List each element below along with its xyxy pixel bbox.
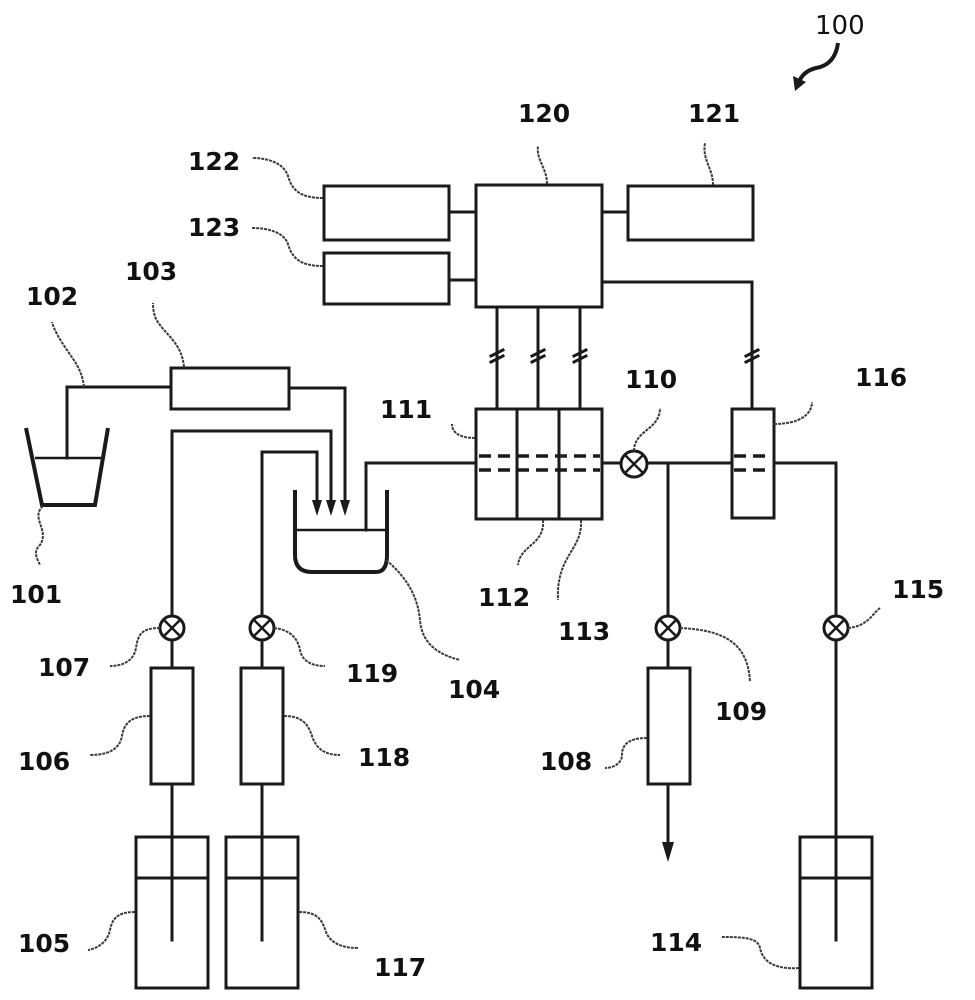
inlet-arrow-107-icon bbox=[326, 500, 336, 516]
reference-arrowhead-icon bbox=[793, 76, 806, 91]
unit-108 bbox=[646, 666, 692, 786]
unit-121 bbox=[626, 184, 755, 242]
leader-105 bbox=[87, 911, 136, 951]
label-100: 100 bbox=[815, 11, 865, 41]
leader-107 bbox=[109, 627, 161, 667]
leader-106 bbox=[89, 715, 151, 756]
pipe-103-104 bbox=[287, 386, 347, 508]
break-mark-111 bbox=[488, 347, 506, 365]
label-114: 114 bbox=[650, 928, 702, 957]
unit-123 bbox=[322, 251, 451, 306]
label-104: 104 bbox=[448, 675, 500, 704]
inlet-arrow-103-icon bbox=[340, 500, 350, 516]
pipe-101-103 bbox=[65, 385, 172, 460]
container-101 bbox=[24, 427, 110, 507]
label-123: 123 bbox=[188, 213, 240, 242]
label-115: 115 bbox=[892, 575, 944, 604]
leader-121 bbox=[703, 142, 714, 186]
pipe-107-104 bbox=[170, 429, 333, 618]
reference-arrow bbox=[797, 42, 840, 83]
label-122: 122 bbox=[188, 147, 240, 176]
label-111: 111 bbox=[380, 395, 432, 424]
module-116 bbox=[730, 407, 776, 520]
valve-119-cross-icon bbox=[252, 618, 272, 638]
label-113: 113 bbox=[558, 617, 610, 646]
unit-118 bbox=[239, 666, 285, 786]
leader-116 bbox=[773, 401, 813, 425]
label-106: 106 bbox=[18, 747, 70, 776]
label-120: 120 bbox=[518, 99, 570, 128]
pipe-116-115 bbox=[772, 461, 838, 618]
label-118: 118 bbox=[358, 743, 410, 772]
pipe-119-104 bbox=[260, 450, 319, 618]
leader-113 bbox=[556, 519, 583, 601]
leader-104 bbox=[385, 559, 461, 661]
break-mark-113 bbox=[571, 347, 589, 365]
break-mark-112 bbox=[529, 347, 547, 365]
leader-114 bbox=[721, 936, 800, 970]
leader-115 bbox=[847, 607, 881, 629]
leader-123 bbox=[251, 227, 324, 267]
valve-107-cross-icon bbox=[162, 618, 182, 638]
leader-101 bbox=[34, 505, 44, 566]
label-102: 102 bbox=[26, 282, 78, 311]
unit-122 bbox=[322, 184, 451, 242]
pipe-104-111 bbox=[364, 461, 478, 532]
valve-109-cross-icon bbox=[658, 618, 678, 638]
unit-106 bbox=[149, 666, 195, 786]
valve-110-cross-icon bbox=[624, 454, 644, 474]
leader-122 bbox=[251, 157, 324, 199]
leader-103 bbox=[152, 302, 185, 368]
leader-108 bbox=[604, 737, 648, 769]
module-block-111-113 bbox=[474, 407, 604, 521]
unit-103 bbox=[169, 366, 291, 411]
label-108: 108 bbox=[540, 747, 592, 776]
leader-117 bbox=[298, 911, 359, 949]
inlet-arrow-119-icon bbox=[312, 500, 322, 516]
leader-102 bbox=[51, 321, 85, 388]
mixing-vessel-104 bbox=[293, 490, 389, 574]
label-119: 119 bbox=[346, 659, 398, 688]
label-110: 110 bbox=[625, 365, 677, 394]
label-112: 112 bbox=[478, 583, 530, 612]
drain-arrow-icon bbox=[662, 842, 674, 862]
control-line-116 bbox=[600, 280, 754, 411]
leader-120 bbox=[536, 145, 548, 185]
label-121: 121 bbox=[688, 99, 740, 128]
valve-115-cross-icon bbox=[826, 618, 846, 638]
leader-109 bbox=[679, 627, 751, 683]
label-117: 117 bbox=[374, 953, 426, 982]
label-116: 116 bbox=[855, 363, 907, 392]
leader-118 bbox=[283, 715, 341, 756]
leader-112 bbox=[517, 519, 545, 566]
label-103: 103 bbox=[125, 257, 177, 286]
label-109: 109 bbox=[715, 697, 767, 726]
controller-120 bbox=[474, 183, 604, 309]
label-107: 107 bbox=[38, 653, 90, 682]
label-105: 105 bbox=[18, 929, 70, 958]
leader-111 bbox=[451, 423, 476, 439]
break-mark-116 bbox=[743, 347, 761, 365]
leader-110 bbox=[633, 407, 661, 452]
leader-119 bbox=[273, 627, 326, 667]
label-101: 101 bbox=[10, 580, 62, 609]
